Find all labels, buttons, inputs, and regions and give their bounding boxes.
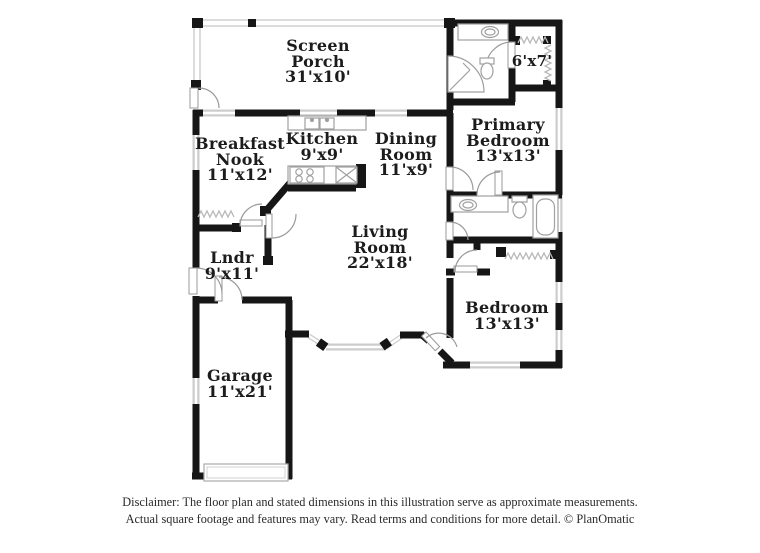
kitchen-counter-stove bbox=[287, 165, 358, 185]
closet-rod bbox=[197, 35, 554, 261]
refrigerator-icon bbox=[335, 166, 358, 184]
disclaimer-line-2: Actual square footage and features may v… bbox=[125, 511, 635, 526]
room-label-kitchen: Kitchen 9'x9' bbox=[285, 129, 359, 164]
bathtub-icon bbox=[532, 194, 559, 239]
room-label-primary-closet: 6'x7' bbox=[511, 52, 553, 70]
room-label-screen-porch: Screen Porch 31'x10' bbox=[285, 36, 351, 87]
door-swing-arcs bbox=[195, 41, 513, 348]
room-label-primary-bedroom: Primary Bedroom 13'x13' bbox=[466, 115, 550, 166]
room-label-living-room: Living Room 22'x18' bbox=[347, 222, 413, 273]
disclaimer: Disclaimer: The floor plan and stated di… bbox=[0, 494, 760, 527]
primary-bath bbox=[447, 23, 509, 93]
toilet-icon bbox=[511, 195, 528, 219]
room-label-dining-room: Dining Room 11'x9' bbox=[374, 129, 438, 180]
room-label-bedroom: Bedroom 13'x13' bbox=[465, 298, 549, 333]
door-leaves bbox=[188, 41, 516, 352]
window-centerlines bbox=[194, 21, 561, 404]
wall-posts bbox=[191, 18, 558, 351]
vanity-sink-icon bbox=[457, 23, 509, 41]
shower-icon bbox=[447, 55, 485, 93]
vanity-sink-icon bbox=[450, 195, 509, 213]
toilet-icon bbox=[479, 57, 495, 80]
disclaimer-line-1: Disclaimer: The floor plan and stated di… bbox=[122, 495, 638, 509]
room-label-laundry: Lndr 9'x11' bbox=[204, 248, 260, 283]
room-label-garage: Garage 11'x21' bbox=[207, 366, 273, 401]
garage-door bbox=[203, 463, 289, 482]
room-label-breakfast-nook: Breakfast Nook 11'x12' bbox=[195, 134, 285, 185]
hall-bath bbox=[450, 194, 559, 239]
kitchen-counter-sink bbox=[287, 115, 367, 131]
front-door-leaf bbox=[420, 331, 441, 352]
